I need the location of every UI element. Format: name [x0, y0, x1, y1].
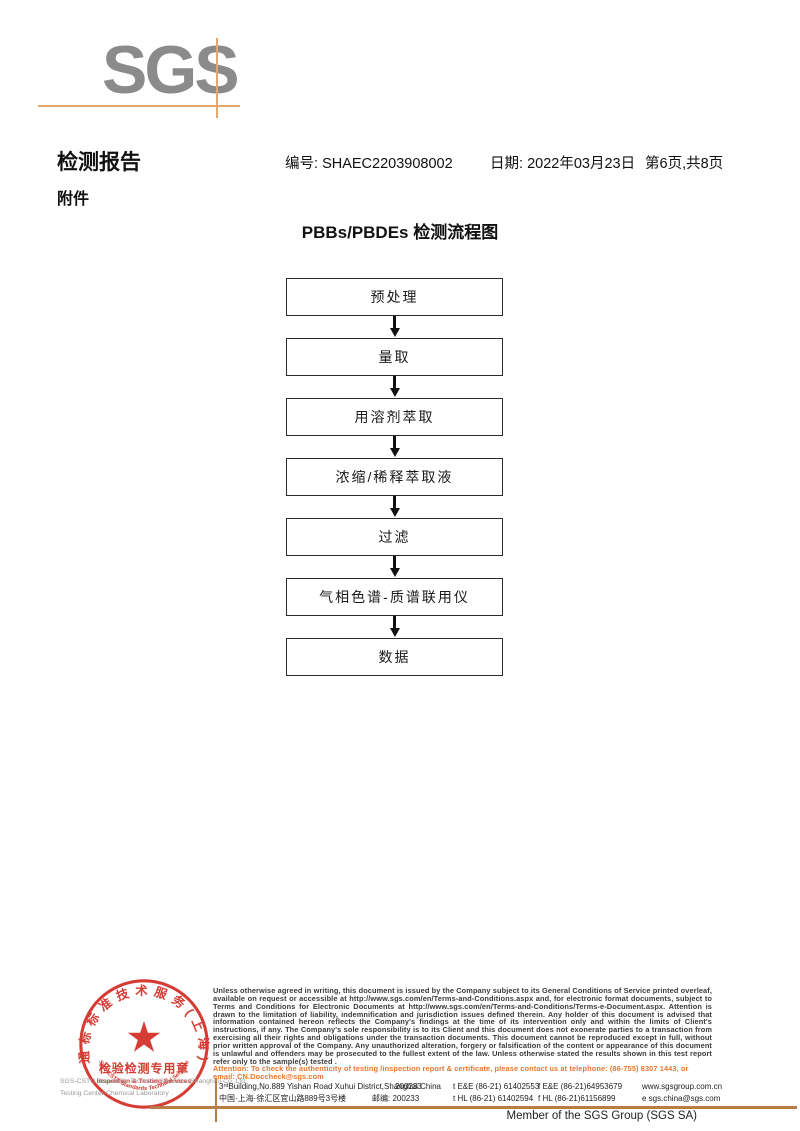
report-number: 编号: SHAEC2203908002 [285, 152, 453, 173]
arrow-down-icon [286, 616, 503, 638]
flowchart-step-pretreatment: 预处理 [286, 278, 503, 316]
flowchart-step-filter: 过滤 [286, 518, 503, 556]
footer-row-en: 3ʳᵈBuilding,No.889 Yishan Road Xuhui Dis… [219, 1081, 797, 1093]
fax-ee: f E&E (86-21)64953679 [538, 1082, 623, 1091]
email: e sgs.china@sgs.com [642, 1094, 721, 1103]
legal-block: Unless otherwise agreed in writing, this… [213, 987, 712, 1081]
logo-crosshair-vertical-line [216, 38, 218, 118]
stamp-star-icon: ★ [125, 1014, 163, 1061]
inspection-stamp: 通标标准技术服务(上海)有限公司 ★ 检验检测专用章 Inspection & … [68, 965, 211, 1111]
flowchart-step-concentrate-dilute: 浓缩/稀释萃取液 [286, 458, 503, 496]
report-date: 日期: 2022年03月23日 [490, 152, 635, 173]
flowchart-step-measure: 量取 [286, 338, 503, 376]
report-date-label: 日期: [490, 156, 524, 172]
flowchart-step-gcms: 气相色谱-质谱联用仪 [286, 578, 503, 616]
report-date-value: 2022年03月23日 [527, 156, 636, 172]
logo-crosshair-horizontal-line [38, 105, 240, 107]
footer-address-block: 3ʳᵈBuilding,No.889 Yishan Road Xuhui Dis… [219, 1081, 797, 1105]
report-number-value: SHAEC2203908002 [322, 156, 453, 172]
flowchart: 预处理 量取 用溶剂萃取 浓缩/稀释萃取液 过滤 气相色谱-质谱联用仪 数据 [286, 278, 503, 676]
footer-crosshair-horizontal-line [150, 1106, 797, 1109]
phone-hl: t HL (86-21) 61402594 [453, 1094, 534, 1103]
flowchart-step-solvent-extraction: 用溶剂萃取 [286, 398, 503, 436]
footer-row-cn: 中国·上海·徐汇区宜山路889号3号楼 邮编: 200233 t HL (86-… [219, 1093, 797, 1105]
website: www.sgsgroup.com.cn [642, 1082, 723, 1091]
arrow-down-icon [286, 316, 503, 338]
report-title: 检测报告 [57, 151, 141, 174]
stamp-seal-icon: 通标标准技术服务(上海)有限公司 ★ 检验检测专用章 Inspection & … [68, 965, 209, 1109]
stamp-center-text-en: Inspection & Testing Services [97, 1078, 192, 1085]
page-indicator: 第6页,共8页 [645, 156, 724, 172]
report-number-label: 编号: [285, 156, 319, 172]
flowchart-step-data: 数据 [286, 638, 503, 676]
legal-attention-text: Attention: To check the authenticity of … [213, 1064, 689, 1082]
postcode-en: 200233 [395, 1082, 422, 1091]
footer-crosshair-vertical-line [215, 1078, 217, 1122]
lab-company-name: SGS-CSTC Standards Technical Services (S… [60, 1076, 247, 1100]
flowchart-title: PBBs/PBDEs 检测流程图 [301, 223, 499, 242]
arrow-down-icon [286, 436, 503, 458]
arrow-down-icon [286, 376, 503, 398]
lab-company-line1: SGS-CSTC Standards Technical Services (S… [60, 1078, 247, 1085]
sgs-member-text: Member of the SGS Group (SGS SA) [506, 1110, 697, 1122]
arrow-down-icon [286, 556, 503, 578]
fax-hl: f HL (86-21)61156899 [538, 1094, 616, 1103]
phone-ee: t E&E (86-21) 61402553 [453, 1082, 540, 1091]
arrow-down-icon [286, 496, 503, 518]
legal-disclaimer-text: Unless otherwise agreed in writing, this… [213, 986, 712, 1066]
address-cn: 中国·上海·徐汇区宜山路889号3号楼 [219, 1094, 347, 1103]
attachment-label: 附件 [57, 191, 90, 208]
postcode-cn: 邮编: 200233 [372, 1094, 420, 1103]
stamp-center-text-cn: 检验检测专用章 [99, 1061, 189, 1076]
lab-company-line2: Testing Center-Chemical Laboratory . [60, 1090, 173, 1097]
address-en: 3ʳᵈBuilding,No.889 Yishan Road Xuhui Dis… [219, 1082, 441, 1091]
